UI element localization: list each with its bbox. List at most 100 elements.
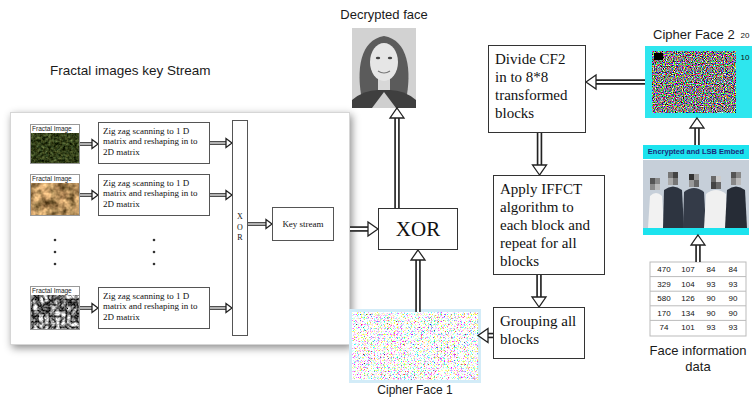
encrypted-group-photo xyxy=(650,178,655,184)
process-box: Divide CF2 in to 8*8 transformed blocks xyxy=(488,45,586,133)
axis-tick: 10 xyxy=(738,52,752,64)
arrow-connector xyxy=(248,220,272,229)
box-text: Grouping all blocks xyxy=(500,312,578,348)
arrow-connector xyxy=(80,304,98,313)
image-title: Decrypted face xyxy=(340,7,427,22)
encrypted-group-photo xyxy=(673,172,678,178)
encrypted-group-photo xyxy=(731,172,736,178)
key-stream-box: Key stream xyxy=(272,207,334,241)
arrow-shaft-inner xyxy=(80,194,93,195)
encrypted-group-photo xyxy=(668,178,673,185)
ellipsis-dots xyxy=(54,251,57,254)
cipher-face-2-image xyxy=(652,51,736,113)
encrypted-group-photo xyxy=(711,176,721,189)
face-photo xyxy=(352,90,416,108)
encrypted-group-photo xyxy=(668,172,678,185)
arrow-shaft xyxy=(210,306,227,310)
arrow-shaft-inner xyxy=(210,307,227,308)
encrypted-group-photo xyxy=(643,228,749,235)
key-stream-panel: Fractal images key StreamFractal ImageZi… xyxy=(10,112,350,345)
fractal-image: Fractal Image xyxy=(30,286,80,330)
ellipsis-dots xyxy=(54,239,57,242)
arrow-shaft-inner xyxy=(396,117,398,208)
arrow-connector xyxy=(210,139,232,148)
encrypted-group-photo xyxy=(716,176,721,182)
arrow-connector xyxy=(80,191,98,200)
encrypted-group-photo xyxy=(725,187,747,229)
data-table xyxy=(650,291,746,292)
arrow-head xyxy=(478,329,488,343)
encrypted-group-photo xyxy=(650,178,660,190)
table-cell: 93 xyxy=(700,322,722,334)
arrow-shaft xyxy=(537,133,543,166)
table-cell: 104 xyxy=(677,279,699,291)
xor-box: XOR xyxy=(378,208,458,250)
arrow-connector xyxy=(390,108,404,208)
table-cell: 126 xyxy=(677,293,699,305)
arrow-shaft xyxy=(394,117,400,208)
fractal-thumbnails xyxy=(31,133,79,329)
cipher-face-2-image xyxy=(645,46,752,118)
face-photo xyxy=(372,92,396,108)
face-photo xyxy=(370,43,398,81)
arrow-head xyxy=(691,235,705,245)
arrow-shaft xyxy=(80,142,93,146)
arrow-shaft xyxy=(695,244,701,262)
arrow-head xyxy=(532,297,546,307)
encrypted-group-photo xyxy=(704,190,727,228)
arrow-shaft-inner xyxy=(210,142,227,143)
table-cell: 470 xyxy=(653,264,675,276)
box-text: Divide CF2 in to 8*8 transformed blocks xyxy=(495,50,579,122)
encrypted-group-photo xyxy=(689,174,694,180)
cipher-face-2-image xyxy=(645,46,752,118)
box-text: Zig zag scanning to 1 D matrix and resha… xyxy=(103,291,205,322)
arrow-shaft xyxy=(595,79,645,85)
data-table xyxy=(650,305,746,306)
table-cell: 101 xyxy=(677,322,699,334)
arrow-shaft xyxy=(415,259,421,312)
arrow-shaft xyxy=(80,306,93,310)
arrow-shaft-inner xyxy=(350,228,369,230)
arrow-connector xyxy=(411,250,425,312)
encrypted-group-photo xyxy=(736,178,741,185)
table-cell: 329 xyxy=(653,279,675,291)
process-box: Zig zag scanning to 1 D matrix and resha… xyxy=(98,287,210,329)
ellipsis-dots xyxy=(153,251,156,254)
encrypted-group-photo xyxy=(711,182,716,189)
data-table xyxy=(650,276,746,277)
image-caption: Fractal Image xyxy=(31,175,79,183)
arrow-shaft xyxy=(248,222,267,226)
table-cell: 84 xyxy=(700,264,722,276)
data-table xyxy=(650,320,746,321)
table-cell: 90 xyxy=(700,308,722,320)
arrow-connector xyxy=(586,75,645,89)
table-cell: 90 xyxy=(700,293,722,305)
table-cell: 170 xyxy=(653,308,675,320)
arrow-connector xyxy=(350,222,378,236)
face-photo xyxy=(378,71,390,73)
arrow-connector xyxy=(210,304,232,313)
encrypted-group-photo xyxy=(643,160,749,235)
table-cell: 84 xyxy=(722,264,744,276)
arrow-shaft-inner xyxy=(248,223,267,224)
table-cell: 90 xyxy=(722,308,744,320)
table-cell: 134 xyxy=(677,308,699,320)
arrow-head xyxy=(390,108,404,118)
fractal-image: Fractal Image xyxy=(30,174,80,216)
arrow-connector xyxy=(691,235,705,262)
face-photo xyxy=(352,28,416,108)
arrow-shaft-inner xyxy=(80,307,93,308)
arrow-shaft xyxy=(210,193,227,197)
data-table xyxy=(650,262,746,336)
panel-heading: Fractal images key Stream xyxy=(50,63,211,78)
cipher-face-2-image xyxy=(654,53,663,60)
cipher-face-1-image xyxy=(349,309,481,383)
arrow-shaft-inner xyxy=(697,244,699,262)
cipher-face-1-image xyxy=(349,309,481,383)
data-table xyxy=(650,262,746,336)
arrow-connector xyxy=(80,140,98,149)
xor-text: X O R xyxy=(236,212,244,243)
table-cell: 107 xyxy=(677,264,699,276)
table-title: Face information data xyxy=(642,343,754,374)
